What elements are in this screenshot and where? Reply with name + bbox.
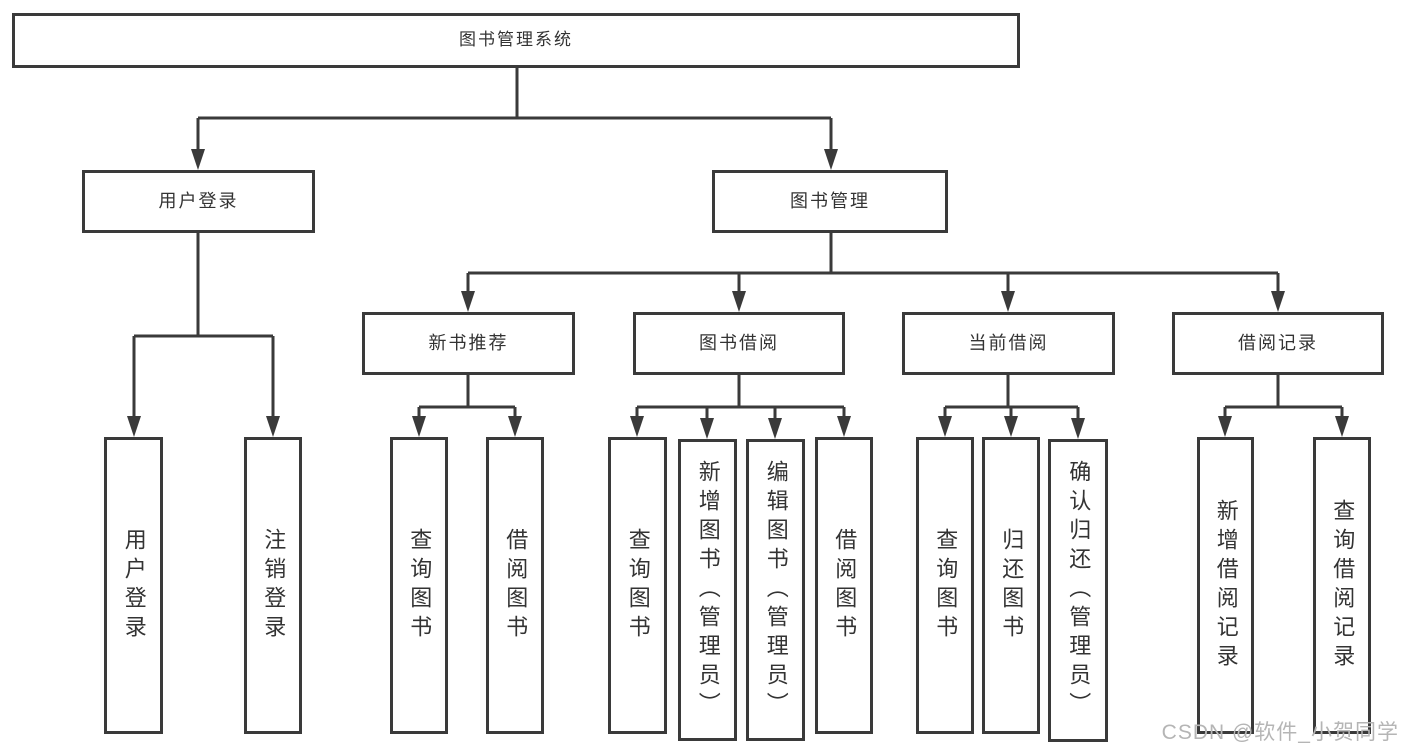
node-leaf-borrow-add: 新增图书（管理员） [678,439,737,741]
node-leaf-records-add: 新增借阅记录 [1197,437,1254,734]
arrowhead-icon [508,416,522,437]
node-borrow-records: 借阅记录 [1172,312,1384,375]
node-book-borrow: 图书借阅 [633,312,845,375]
node-book-mgmt-module: 图书管理 [712,170,948,233]
node-root: 图书管理系统 [12,13,1020,68]
node-new-book-recommend: 新书推荐 [362,312,575,375]
arrowhead-icon [1001,291,1015,312]
node-leaf-borrow-query: 查询图书 [608,437,667,734]
edge-paths [132,68,1344,422]
arrowhead-icon [630,416,644,437]
arrowhead-icon [191,149,205,170]
node-leaf-records-query: 查询借阅记录 [1313,437,1371,734]
node-leaf-current-query: 查询图书 [916,437,974,734]
node-leaf-recommend-borrow: 借阅图书 [486,437,544,734]
arrowhead-icon [1218,416,1232,437]
watermark: CSDN @软件_小贺同学 [1161,721,1399,744]
arrowhead-icon [266,416,280,437]
arrowhead-icon [127,416,141,437]
arrowhead-icon [824,149,838,170]
node-current-borrow: 当前借阅 [902,312,1115,375]
arrowhead-icon [768,418,782,439]
node-leaf-recommend-query: 查询图书 [390,437,448,734]
arrowhead-icon [700,418,714,439]
arrowhead-icon [732,291,746,312]
arrowhead-icon [1271,291,1285,312]
arrowhead-icon [1335,416,1349,437]
node-user-login-module: 用户登录 [82,170,315,233]
arrowhead-icon [837,416,851,437]
node-leaf-borrow-borrow: 借阅图书 [815,437,873,734]
arrowhead-icon [412,416,426,437]
node-leaf-current-return: 归还图书 [982,437,1040,734]
node-leaf-logout: 注销登录 [244,437,302,734]
arrowhead-icon [938,416,952,437]
node-leaf-current-confirm: 确认归还（管理员） [1048,439,1108,742]
node-leaf-borrow-edit: 编辑图书（管理员） [746,439,805,741]
node-leaf-user-login: 用户登录 [104,437,163,734]
arrowhead-icon [1004,416,1018,437]
arrowhead-icon [461,291,475,312]
arrowhead-icon [1071,418,1085,439]
